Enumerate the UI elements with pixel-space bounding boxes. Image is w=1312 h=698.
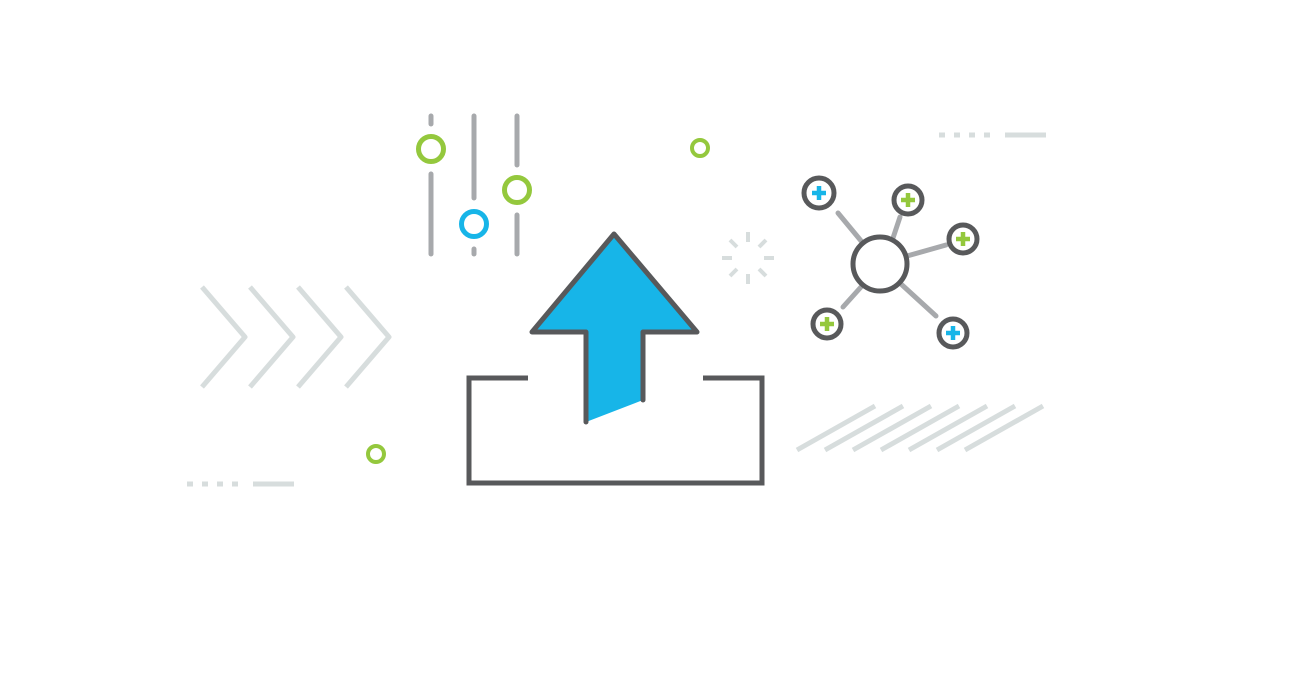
chevrons-decoration — [200, 285, 392, 389]
sliders-icon — [416, 113, 532, 257]
upload-tray-icon — [466, 375, 765, 486]
dot-decoration — [366, 444, 386, 464]
diagonal-stripes-decoration — [795, 403, 1045, 453]
dot-decoration — [690, 138, 710, 158]
upload-arrow-icon — [529, 231, 700, 425]
network-icon — [801, 175, 980, 350]
loading-spinner-icon — [722, 232, 774, 284]
